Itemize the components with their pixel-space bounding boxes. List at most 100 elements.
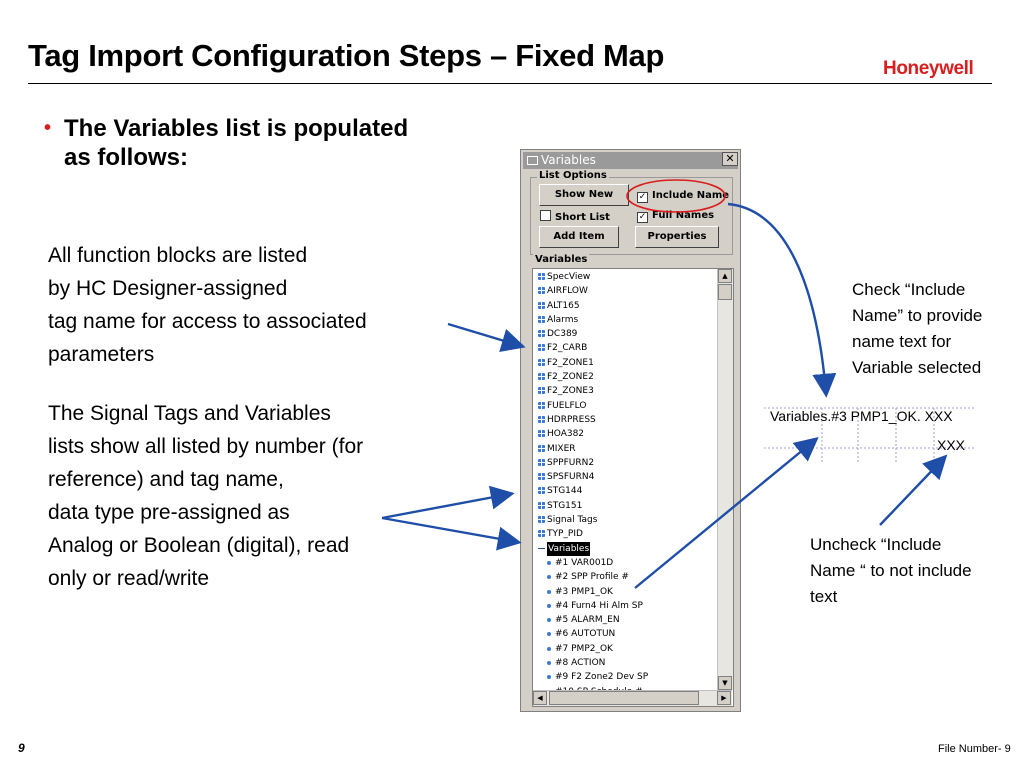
tree-node[interactable]: STG144 [533, 484, 717, 498]
variable-bullet-icon [547, 575, 551, 580]
expand-plus-icon[interactable] [538, 315, 545, 323]
properties-button[interactable]: Properties [635, 226, 719, 248]
tree-leaf[interactable]: #1 VAR001D [533, 556, 717, 570]
arrow-variables [381, 516, 522, 551]
tree-node-label: #5 ALARM_EN [555, 615, 620, 626]
expand-plus-icon[interactable] [538, 487, 545, 495]
tree-node[interactable]: F2_ZONE2 [533, 370, 717, 384]
tree-node-label: Alarms [547, 314, 579, 325]
tree-node[interactable]: F2_ZONE1 [533, 356, 717, 370]
window-title: Variables [541, 153, 596, 167]
tree-node[interactable]: TYP_PID [533, 527, 717, 541]
expand-plus-icon[interactable] [538, 387, 545, 395]
full-names-checkbox[interactable]: ✓Full Names [637, 210, 714, 223]
tree-leaf[interactable]: #8 ACTION [533, 656, 717, 670]
horizontal-scroll-thumb[interactable] [549, 691, 699, 705]
honeywell-logo: Honeywell [883, 58, 974, 79]
expand-plus-icon[interactable] [538, 287, 545, 295]
collapse-minus-icon[interactable] [538, 545, 545, 552]
scroll-right-icon[interactable]: ▶ [717, 691, 731, 705]
include-name-note: Check “Include Name” to provide name tex… [852, 277, 982, 381]
arrow-include-name [727, 202, 837, 398]
variables-group-label: Variables [533, 254, 590, 265]
tree-node[interactable]: FUELFLO [533, 399, 717, 413]
tree-node[interactable]: F2_ZONE3 [533, 384, 717, 398]
note-line: Uncheck “Include [810, 535, 942, 554]
expand-plus-icon[interactable] [538, 473, 545, 481]
expand-plus-icon[interactable] [538, 301, 545, 309]
tree-leaf[interactable]: #6 AUTOTUN [533, 627, 717, 641]
variables-window: Variables ✕ List Options Show New ✓Inclu… [520, 149, 741, 712]
scroll-left-icon[interactable]: ◀ [533, 691, 547, 705]
expand-plus-icon[interactable] [538, 444, 545, 452]
tree-node-label: #2 SPP Profile # [555, 572, 629, 583]
add-item-button[interactable]: Add Item [539, 226, 619, 248]
scroll-thumb[interactable] [718, 284, 732, 300]
short-list-checkbox[interactable]: Short List [540, 210, 610, 223]
tree-node-label: #8 ACTION [555, 658, 606, 669]
tree-node-label: ALT165 [547, 300, 580, 311]
list-options-group: List Options [530, 170, 733, 255]
expand-plus-icon[interactable] [538, 516, 545, 524]
tree-leaf[interactable]: #4 Furn4 Hi Alm SP [533, 599, 717, 613]
tree-node-label: SpecView [547, 272, 591, 282]
expand-plus-icon[interactable] [538, 415, 545, 423]
horizontal-scrollbar[interactable]: ◀ ▶ [533, 690, 732, 706]
short-list-box [540, 210, 551, 221]
main-bullet: • The Variables list is populated as fol… [44, 114, 474, 172]
tree-leaf[interactable]: #7 PMP2_OK [533, 642, 717, 656]
expand-plus-icon[interactable] [538, 330, 545, 338]
tree-node[interactable]: ALT165 [533, 299, 717, 313]
expand-plus-icon[interactable] [538, 358, 545, 366]
expand-plus-icon[interactable] [538, 530, 545, 538]
tree-node-label: #7 PMP2_OK [555, 643, 613, 654]
tree-node-label: SPPFURN2 [547, 457, 595, 468]
tree-node[interactable]: SPPFURN2 [533, 456, 717, 470]
scroll-up-icon[interactable]: ▲ [718, 269, 732, 283]
bullet-line-1: The Variables list is populated [64, 115, 409, 142]
tree-node[interactable]: F2_CARB [533, 341, 717, 355]
tree-node[interactable]: AIRFLOW [533, 284, 717, 298]
tree-node[interactable]: SpecView [533, 270, 717, 284]
expand-plus-icon[interactable] [538, 373, 545, 381]
scroll-down-icon[interactable]: ▼ [718, 676, 732, 690]
tree-node-label: Variables [547, 541, 591, 556]
tree-node-label: SPSFURN4 [547, 472, 595, 483]
expand-plus-icon[interactable] [538, 401, 545, 409]
tree-node[interactable]: Signal Tags [533, 513, 717, 527]
tree-node-label: F2_CARB [547, 343, 588, 354]
expand-plus-icon[interactable] [538, 344, 545, 352]
tree-node-label: F2_ZONE2 [547, 372, 594, 383]
tree-node[interactable]: Variables [533, 541, 717, 556]
tree-node[interactable]: DC389 [533, 327, 717, 341]
tree-node[interactable]: STG151 [533, 499, 717, 513]
window-titlebar[interactable]: Variables [523, 152, 738, 169]
tree-node[interactable]: SPSFURN4 [533, 470, 717, 484]
uncheck-include-name-note: Uncheck “Include Name “ to not include t… [810, 532, 972, 610]
readout-grid [764, 407, 976, 464]
expand-plus-icon[interactable] [538, 273, 545, 280]
tree-node-label: TYP_PID [547, 529, 583, 540]
tree-leaf[interactable]: #9 F2 Zone2 Dev SP [533, 670, 717, 684]
expand-plus-icon[interactable] [538, 430, 545, 438]
expand-plus-icon[interactable] [538, 501, 545, 509]
bullet-line-2: as follows: [64, 144, 189, 171]
para2-line: data type pre-assigned as [48, 501, 290, 524]
para2-line: reference) and tag name, [48, 468, 284, 491]
footer-file-number: File Number- 9 [938, 743, 1011, 755]
tree-leaf[interactable]: #2 SPP Profile # [533, 570, 717, 584]
tree-node[interactable]: HDRPRESS [533, 413, 717, 427]
tree-node[interactable]: HOA382 [533, 427, 717, 441]
close-button[interactable]: ✕ [722, 152, 738, 166]
tree-node[interactable]: Alarms [533, 313, 717, 327]
expand-plus-icon[interactable] [538, 458, 545, 466]
tree-leaf[interactable]: #5 ALARM_EN [533, 613, 717, 627]
vertical-scrollbar[interactable]: ▲ ▼ [717, 269, 733, 690]
include-name-checkbox[interactable]: ✓Include Name [637, 190, 729, 203]
tree-node[interactable]: MIXER [533, 442, 717, 456]
para1-line: parameters [48, 343, 155, 366]
tree-leaf[interactable]: #3 PMP1_OK [533, 585, 717, 599]
tree-node-label: F2_ZONE1 [547, 357, 594, 368]
show-new-button[interactable]: Show New [539, 184, 629, 206]
